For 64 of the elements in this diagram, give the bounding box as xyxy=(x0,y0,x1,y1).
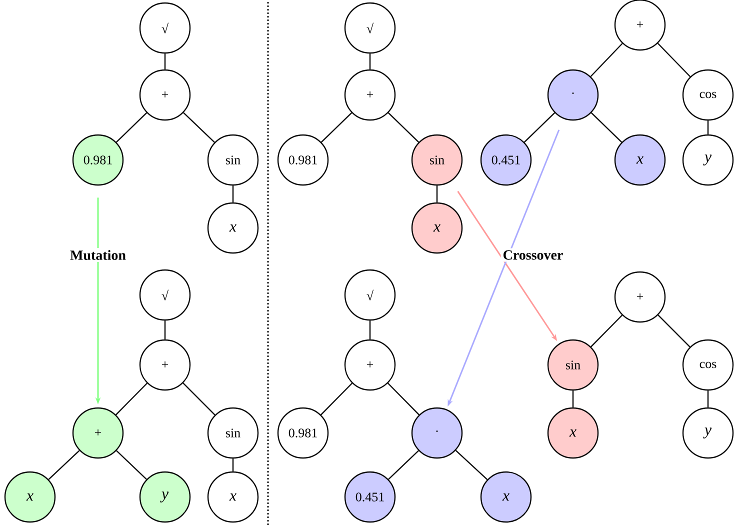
tree-node: 0.451 xyxy=(480,134,532,186)
tree-node: x xyxy=(207,202,259,254)
tree-branch xyxy=(164,54,166,70)
tree-branch xyxy=(116,450,147,480)
tree-branch xyxy=(658,314,690,348)
tree-branch xyxy=(707,120,709,134)
tree-node: 0.451 xyxy=(344,471,396,523)
tree-node: √ xyxy=(344,2,396,54)
tree-branch xyxy=(116,112,148,143)
tree-node: + xyxy=(614,271,666,323)
edge-label: Mutation xyxy=(68,248,128,262)
tree-branch xyxy=(590,43,623,77)
tree-branch xyxy=(524,112,556,143)
tree-branch xyxy=(182,382,216,416)
tree-node: sin xyxy=(207,407,259,459)
tree-node: cos xyxy=(682,69,734,121)
tree-branch xyxy=(48,450,80,480)
tree-node: + xyxy=(614,0,666,51)
tree-branch xyxy=(116,382,148,416)
tree-node: · xyxy=(547,69,599,121)
tree-branch xyxy=(232,458,234,472)
tree-branch xyxy=(320,382,352,416)
tree-node: y xyxy=(682,407,734,459)
tree-node: + xyxy=(72,407,124,459)
tree-node: · xyxy=(411,407,463,459)
tree-node: + xyxy=(344,339,396,391)
tree-node: sin xyxy=(207,134,259,186)
tree-node: x xyxy=(480,471,532,523)
tree-branch xyxy=(572,390,574,408)
tree-node: 0.981 xyxy=(72,134,124,186)
operation-label: Crossover xyxy=(500,248,566,262)
tree-node: x xyxy=(4,471,56,523)
tree-node: 0.981 xyxy=(277,407,329,459)
tree-branch xyxy=(320,112,352,143)
tree-node: √ xyxy=(139,2,191,54)
tree-node: y xyxy=(139,471,191,523)
tree-branch xyxy=(388,112,420,143)
tree-branch xyxy=(369,54,371,70)
tree-branch xyxy=(590,112,622,143)
tree-node: + xyxy=(139,69,191,121)
tree-branch xyxy=(455,450,488,480)
tree-branch xyxy=(232,186,234,202)
tree-branch xyxy=(657,42,691,78)
tree-branch xyxy=(707,390,709,408)
tree-node: x xyxy=(411,202,463,254)
tree-node: sin xyxy=(547,339,599,391)
tree-node: x xyxy=(207,471,259,523)
tree-node: + xyxy=(139,339,191,391)
tree-branch xyxy=(436,186,438,202)
tree-branch xyxy=(388,382,420,416)
tree-node: √ xyxy=(139,269,191,321)
tree-branch xyxy=(590,314,622,348)
tree-branch xyxy=(183,112,215,143)
tree-branch xyxy=(369,320,371,340)
tree-node: + xyxy=(344,69,396,121)
tree-branch xyxy=(388,450,419,480)
tree-node: y xyxy=(682,134,734,186)
tree-node: sin xyxy=(411,134,463,186)
tree-node: x xyxy=(614,134,666,186)
tree-branch xyxy=(164,320,166,340)
tree-node: cos xyxy=(682,339,734,391)
tree-node: 0.981 xyxy=(277,134,329,186)
tree-node: √ xyxy=(344,269,396,321)
tree-node: x xyxy=(547,407,599,459)
